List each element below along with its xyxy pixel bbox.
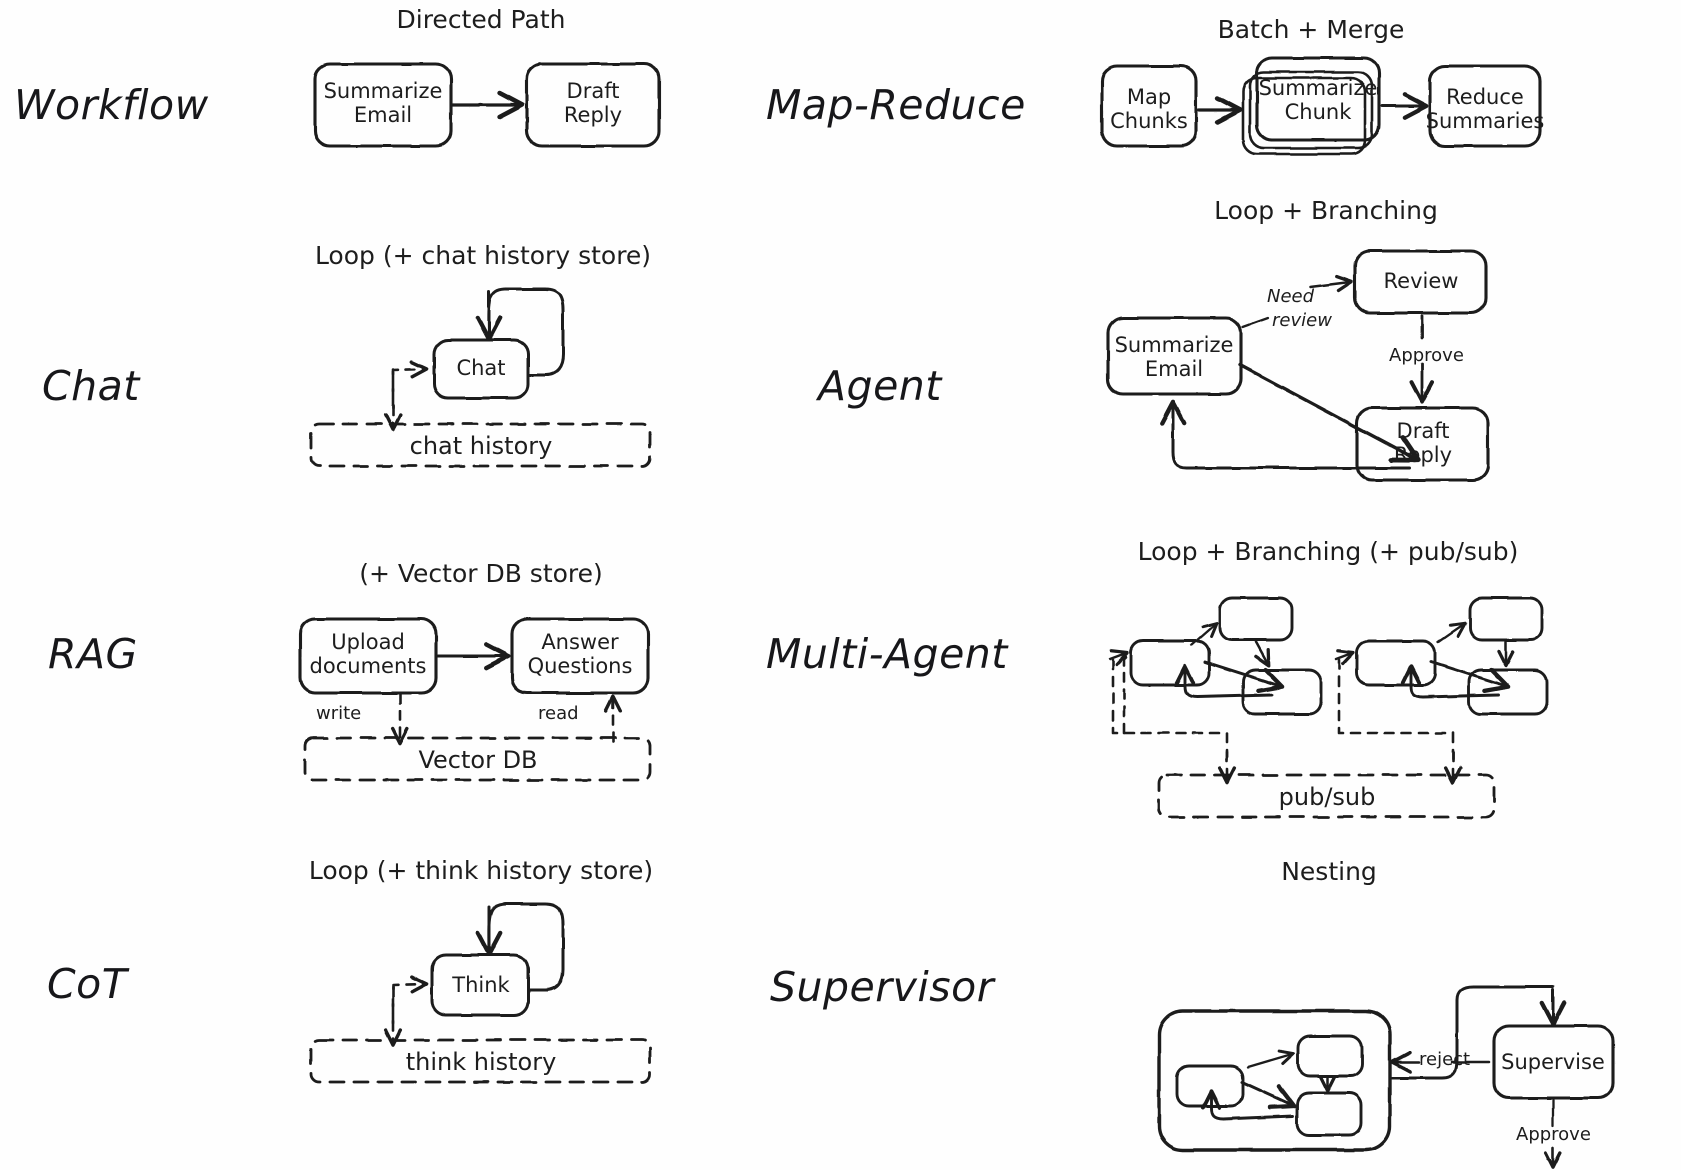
edge-label-reject: reject bbox=[1419, 1049, 1471, 1070]
node-answer-questions: Answer Questions bbox=[527, 630, 633, 678]
node-reduce-summaries: Reduce Summaries bbox=[1425, 85, 1545, 133]
row-label-cot: CoT bbox=[47, 960, 128, 1008]
node-line-1: Summarize bbox=[323, 79, 443, 103]
store-think-history: think history bbox=[405, 1048, 557, 1076]
panel-title-loop-chat: Loop (+ chat history store) bbox=[314, 241, 652, 270]
node-think: Think bbox=[452, 973, 510, 997]
node-line-2: Reply bbox=[563, 102, 623, 127]
node-line-1: Summarize bbox=[1258, 76, 1378, 100]
panel-title-loop-think: Loop (+ think history store) bbox=[308, 856, 654, 885]
node-line-1: Draft bbox=[566, 79, 620, 103]
edge-label-need: Need bbox=[1267, 286, 1315, 307]
panel-title-loop-branching-pubsub: Loop + Branching (+ pub/sub) bbox=[1137, 537, 1519, 566]
row-label-supervisor: Supervisor bbox=[770, 963, 995, 1011]
node-line-1: Answer bbox=[541, 630, 619, 654]
node-line-2: Summaries bbox=[1425, 108, 1545, 133]
node-upload-documents: Upload documents bbox=[309, 630, 427, 678]
panel-title-vector-db-store: (+ Vector DB store) bbox=[359, 559, 603, 588]
node-line-2: Email bbox=[1144, 356, 1204, 381]
node-map-chunks: Map Chunks bbox=[1110, 85, 1188, 133]
node-line-1: Summarize bbox=[1114, 333, 1234, 357]
node-line-2: Reply bbox=[1393, 442, 1453, 467]
store-vector-db: Vector DB bbox=[418, 746, 538, 774]
node-draft-reply: Draft Reply bbox=[563, 79, 623, 127]
supervisor-graph bbox=[1157, 985, 1615, 1170]
workflow-graph bbox=[313, 62, 661, 148]
row-label-chat: Chat bbox=[42, 362, 140, 410]
chat-graph bbox=[309, 287, 652, 468]
node-line-2: Questions bbox=[527, 653, 633, 678]
node-agent-summarize-email: Summarize Email bbox=[1114, 333, 1234, 381]
panel-title-directed-path: Directed Path bbox=[396, 5, 566, 34]
row-label-agent: Agent bbox=[818, 362, 942, 410]
store-chat-history: chat history bbox=[409, 432, 553, 460]
cot-graph bbox=[309, 902, 652, 1084]
panel-title-nesting: Nesting bbox=[1281, 857, 1377, 886]
row-label-workflow: Workflow bbox=[14, 81, 209, 129]
node-chat: Chat bbox=[456, 356, 506, 380]
edge-label-approve-out: Approve bbox=[1516, 1124, 1591, 1145]
node-line-2: documents bbox=[309, 653, 427, 678]
panel-title-batch-merge: Batch + Merge bbox=[1217, 15, 1405, 44]
node-line-2: Chunk bbox=[1284, 99, 1352, 124]
node-line-1: Map bbox=[1126, 85, 1172, 109]
node-agent-draft-reply: Draft Reply bbox=[1393, 419, 1453, 467]
node-summarize-chunk: Summarize Chunk bbox=[1258, 76, 1378, 124]
edge-label-read: read bbox=[538, 703, 579, 724]
panel-title-loop-branching: Loop + Branching bbox=[1214, 196, 1438, 225]
node-line-2: Chunks bbox=[1110, 108, 1188, 133]
node-line-1: Upload bbox=[331, 630, 405, 654]
node-line-1: Draft bbox=[1396, 419, 1450, 443]
rag-graph bbox=[298, 617, 652, 782]
row-label-map-reduce: Map-Reduce bbox=[766, 81, 1026, 129]
edge-label-review: review bbox=[1272, 310, 1332, 331]
edge-label-write: write bbox=[316, 703, 362, 724]
row-label-multi-agent: Multi-Agent bbox=[766, 630, 1008, 678]
agent-graph bbox=[1106, 249, 1490, 482]
multi-agent-graph bbox=[1108, 596, 1549, 819]
node-line-1: Reduce bbox=[1446, 85, 1524, 109]
edge-label-approve: Approve bbox=[1389, 345, 1464, 366]
node-summarize-email: Summarize Email bbox=[323, 79, 443, 127]
store-pub-sub: pub/sub bbox=[1278, 783, 1376, 811]
node-review: Review bbox=[1383, 269, 1459, 293]
row-label-rag: RAG bbox=[48, 630, 138, 678]
node-supervise: Supervise bbox=[1501, 1050, 1605, 1074]
map-reduce-graph bbox=[1100, 56, 1542, 156]
node-line-2: Email bbox=[353, 102, 413, 127]
